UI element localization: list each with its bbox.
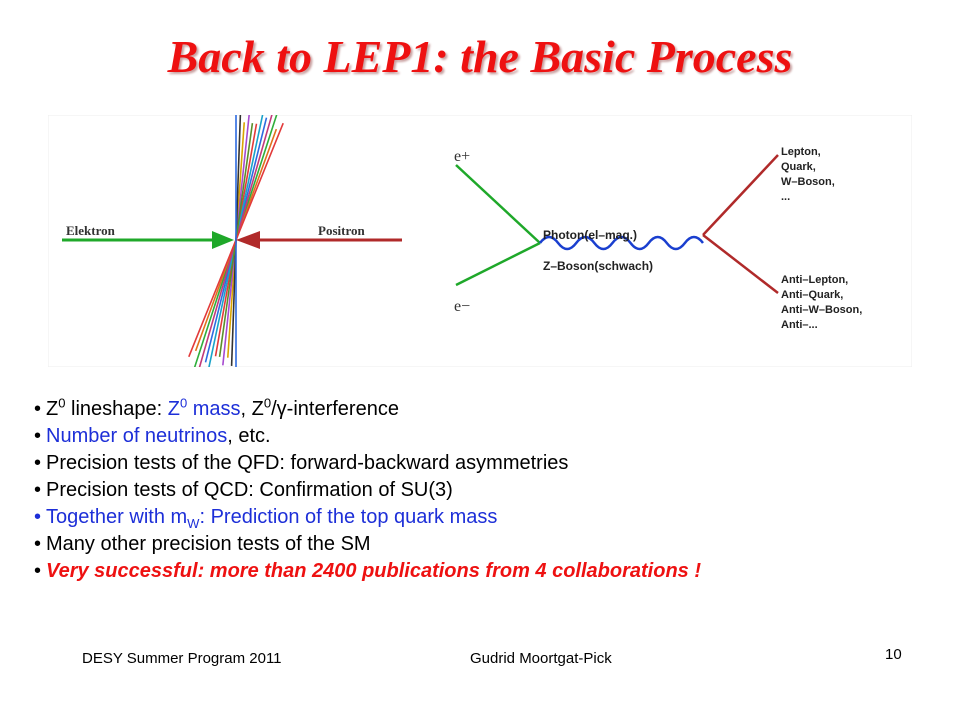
e-minus-label: e− [454,298,470,315]
page-number: 10 [885,646,902,663]
page-title: Back to LEP1: the Basic Process [167,31,793,82]
positron-label: Positron [318,223,365,238]
collision-panel: Elektron Positron [62,115,402,367]
feynman-diagram: e+ e− Photon(el–mag.) Z–Boson(schwach) L… [454,146,862,331]
out-top-label: Lepton, [781,146,821,158]
superscript: 0 [179,395,188,411]
subscript: W [187,516,200,531]
highlight-text: mass [187,398,241,420]
footer-author: Gudrid Moortgat-Pick [470,650,612,667]
e-minus-line [455,241,541,287]
out-bottom-label: Anti–Quark, [781,289,843,301]
out-top-label: W–Boson, [781,176,835,188]
electron-label: Elektron [66,223,116,238]
boson-label-photon: Photon(el–mag.) [543,228,637,242]
outgoing-bottom-labels: Anti–Lepton, Anti–Quark, Anti–W–Boson, A… [781,274,862,331]
bullet-text: Z [46,398,59,420]
e-plus-label: e+ [454,148,470,165]
process-diagram: Elektron Positron e+ e− Photon(el–mag.) … [48,115,912,367]
bullet-item: •Very successful: more than 2400 publica… [34,560,701,582]
bullet-text: Many other precision tests of the SM [46,533,371,555]
positron-arrowhead [236,231,260,249]
highlight-text: : Prediction of the top quark mass [199,506,498,528]
bullet-item: •Precision tests of the QFD: forward-bac… [34,452,569,474]
photon-propagator [539,235,704,251]
highlight-text: Very successful: more than 2400 publicat… [46,560,701,582]
outgoing-top-line [702,154,779,236]
out-bottom-label: Anti–... [781,319,818,331]
bullet-item: •Many other precision tests of the SM [34,533,371,555]
highlight-text: Z [167,398,180,420]
bullet-text: /γ-interference [271,398,399,420]
out-top-label: Quark, [781,161,816,173]
bullet-text: Precision tests of the QFD: forward-back… [46,452,569,474]
outgoing-bottom-line [702,234,779,294]
outgoing-top-labels: Lepton, Quark, W–Boson, ... [781,146,835,203]
highlight-text: Together with m [46,506,188,528]
bullet-text: lineshape: [65,398,168,420]
bullet-list: •Z0 lineshape: Z0 mass, Z0/γ-interferenc… [34,396,934,585]
bullet-text: , Z [240,398,264,420]
electron-arrowhead [212,231,234,249]
e-plus-line [455,164,541,244]
footer-event: DESY Summer Program 2011 [82,650,282,667]
bullet-text: , etc. [227,425,271,447]
highlight-text: Number of neutrinos [46,425,228,447]
boson-label-z: Z–Boson(schwach) [543,259,653,273]
superscript: 0 [58,395,66,411]
bullet-text: Precision tests of QCD: Confirmation of … [46,479,453,501]
bullet-item: •Number of neutrinos, etc. [34,425,271,447]
process-figure: Elektron Positron e+ e− Photon(el–mag.) … [48,115,912,367]
bullet-item: •Precision tests of QCD: Confirmation of… [34,479,453,501]
bullet-item: •Z0 lineshape: Z0 mass, Z0/γ-interferenc… [34,395,399,420]
out-bottom-label: Anti–Lepton, [781,274,848,286]
superscript: 0 [263,395,272,411]
bullet-item: •Together with mW: Prediction of the top… [34,506,498,531]
out-bottom-label: Anti–W–Boson, [781,304,862,316]
out-top-label: ... [781,191,790,203]
